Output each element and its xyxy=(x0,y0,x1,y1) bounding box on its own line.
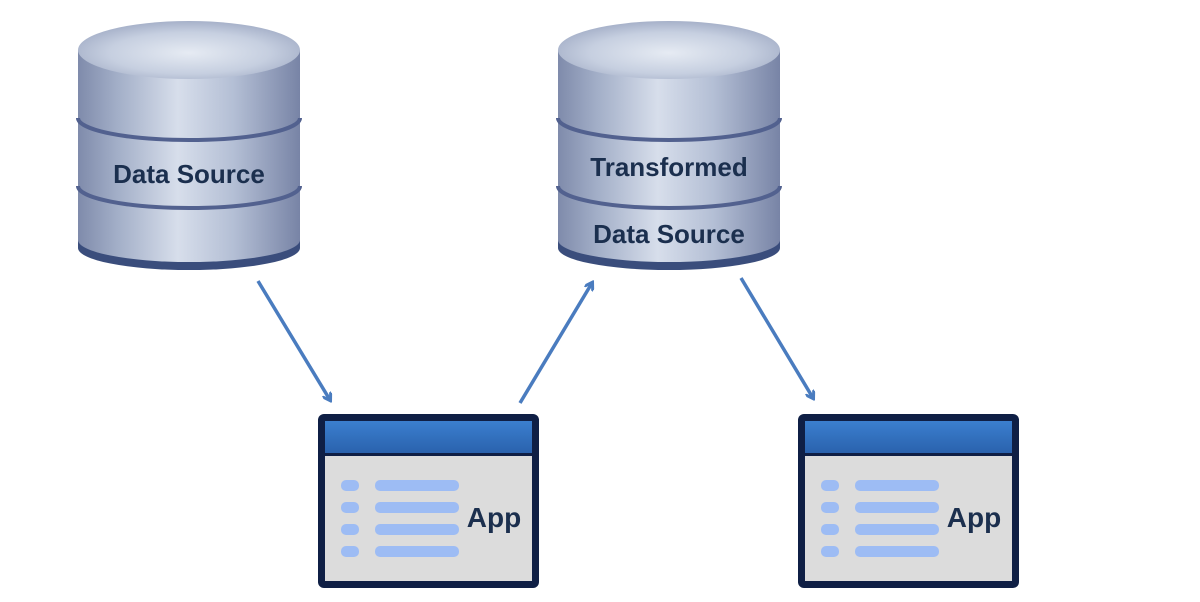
list-line xyxy=(855,546,939,557)
list-bullet xyxy=(341,502,359,513)
app-window-right: App xyxy=(798,414,1019,588)
data-source-database: Data Source xyxy=(76,21,302,270)
app-titlebar xyxy=(325,421,532,453)
list-bullet xyxy=(341,480,359,491)
app-body xyxy=(325,456,532,581)
app-list xyxy=(821,480,939,557)
list-line xyxy=(855,502,939,513)
list-line xyxy=(375,502,459,513)
list-line xyxy=(375,546,459,557)
list-line xyxy=(375,524,459,535)
cylinder-band xyxy=(76,185,302,210)
list-line xyxy=(855,524,939,535)
cylinder-band xyxy=(556,185,782,210)
app-list xyxy=(341,480,459,557)
app-label: App xyxy=(467,502,521,533)
database-label: Data Source xyxy=(113,159,265,189)
flow-arrow-transformed-to-app xyxy=(739,277,813,398)
app-body xyxy=(805,456,1012,581)
cylinder-body xyxy=(558,50,780,262)
database-label-line-1: Transformed xyxy=(590,152,748,182)
flow-arrow-app-to-transformed xyxy=(518,283,592,404)
list-bullet xyxy=(821,480,839,491)
cylinder-band xyxy=(556,117,782,142)
list-bullet xyxy=(821,502,839,513)
app-titlebar xyxy=(805,421,1012,453)
cylinder-body xyxy=(78,50,300,262)
transformed-data-source-database: Transformed Data Source xyxy=(556,21,782,270)
database-label-line-2: Data Source xyxy=(593,219,745,249)
app-label: App xyxy=(947,502,1001,533)
list-line xyxy=(375,480,459,491)
app-window-left: App xyxy=(318,414,539,588)
flow-arrow-source-to-app xyxy=(256,280,330,400)
list-line xyxy=(855,480,939,491)
list-bullet xyxy=(341,524,359,535)
list-bullet xyxy=(821,524,839,535)
cylinder-band xyxy=(76,117,302,142)
cylinder-top xyxy=(558,21,780,79)
list-bullet xyxy=(821,546,839,557)
cylinder-top xyxy=(78,21,300,79)
list-bullet xyxy=(341,546,359,557)
